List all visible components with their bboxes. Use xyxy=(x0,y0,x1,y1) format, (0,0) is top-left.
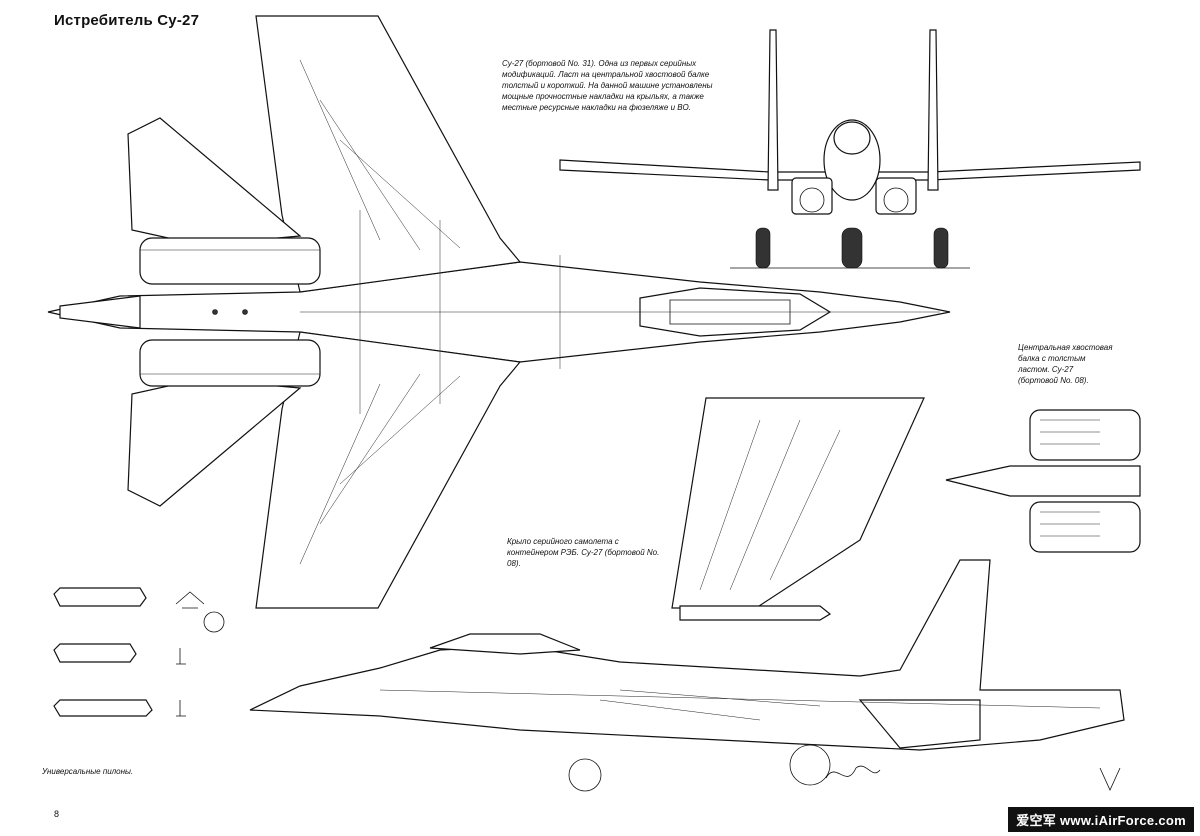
pylon-drawings xyxy=(53,587,225,717)
watermark: 爱空军 www.iAirForce.com xyxy=(1008,807,1194,832)
wing-detail-drawing xyxy=(671,397,925,621)
top-view-drawing xyxy=(47,15,951,609)
wing-caption: Крыло серийного самолета с контейнером Р… xyxy=(507,537,660,568)
tail-boom-drawing xyxy=(945,409,1141,553)
tail-boom-caption: Центральная хвостовая балка с толстым ла… xyxy=(1018,343,1113,385)
front-view-drawing xyxy=(559,29,1141,269)
side-view-drawing xyxy=(249,559,1140,811)
main-caption: Су-27 (бортовой No. 31). Одна из первых … xyxy=(502,59,713,112)
page-title: Истребитель Су-27 xyxy=(54,12,200,29)
page-number: 8 xyxy=(54,809,60,819)
pylons-caption: Универсальные пилоны. xyxy=(42,767,134,776)
